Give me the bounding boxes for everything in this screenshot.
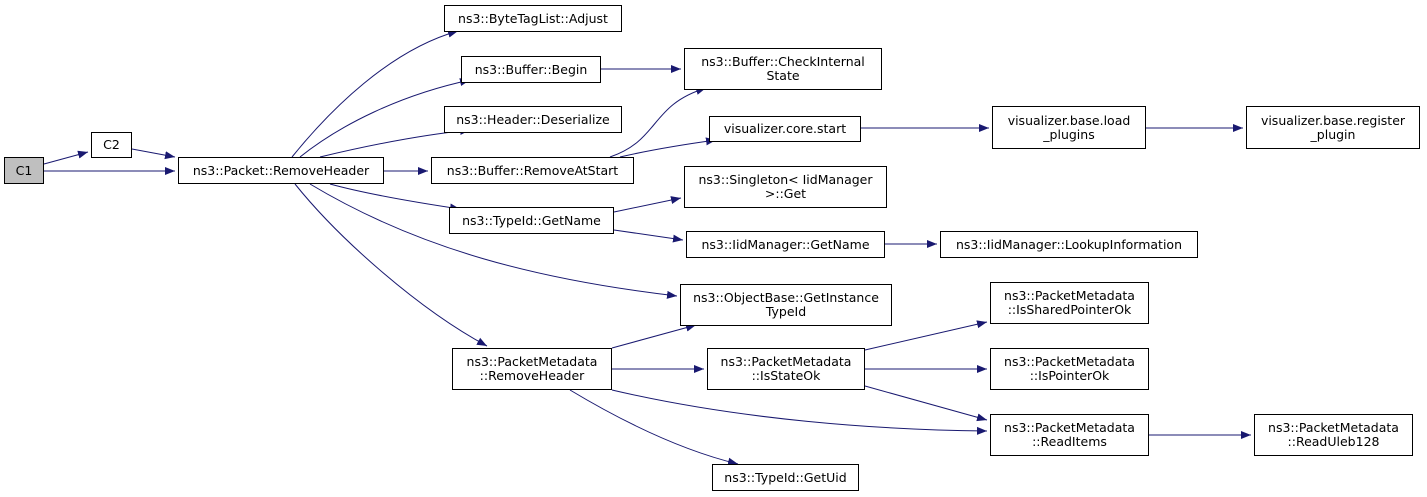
node-c1: C1 xyxy=(4,157,44,184)
edge-buffer-removeatstart-to-buffer-checkinternalstate xyxy=(609,87,707,158)
node-packetmetadata-readitems[interactable]: ns3::PacketMetadata::ReadItems xyxy=(990,414,1149,456)
node-label-line: ns3::TypeId::GetName xyxy=(462,212,601,228)
node-packetmetadata-removeheader[interactable]: ns3::PacketMetadata::RemoveHeader xyxy=(452,348,612,390)
node-label-line: ns3::PacketMetadata xyxy=(1004,420,1135,435)
node-label-line: ns3::TypeId::GetUid xyxy=(724,469,847,485)
edge-typeid-getname-to-iidmanager-getname xyxy=(613,229,684,243)
edge-packet-removeheader-to-buffer-begin xyxy=(299,78,471,158)
node-label-line: ns3::Singleton< IidManager xyxy=(698,172,873,187)
node-label-line: ns3::IidManager::LookupInformation xyxy=(955,236,1182,252)
node-label-line: ns3::IidManager::GetName xyxy=(701,236,870,252)
edge-packetmetadata-isstateok-to-packetmetadata-issharedpointerok xyxy=(864,320,988,351)
edge-typeid-getname-to-singleton-get xyxy=(613,196,682,213)
edge-packet-removeheader-to-header-deserialize xyxy=(319,127,471,158)
node-typeid-getname[interactable]: ns3::TypeId::GetName xyxy=(449,207,614,234)
node-singleton-get[interactable]: ns3::Singleton< IidManager>::Get xyxy=(684,166,887,208)
node-label-line: ns3::PacketMetadata xyxy=(720,354,852,369)
node-packetmetadata-isstateok[interactable]: ns3::PacketMetadata::IsStateOk xyxy=(707,348,865,390)
node-label-line: ::ReadItems xyxy=(1032,434,1107,449)
edge-packetmetadata-removeheader-to-objectbase-getinstancetypeid xyxy=(611,323,697,349)
node-label-line: ns3::PacketMetadata xyxy=(1004,288,1135,303)
node-label-line: ::IsSharedPointerOk xyxy=(1007,302,1132,317)
node-label-line: ns3::Header::Deserialize xyxy=(456,111,610,127)
edge-packetmetadata-removeheader-to-typeid-getuid xyxy=(569,389,739,466)
edge-c2-to-packet-removeheader xyxy=(131,148,176,160)
node-label-line: ns3::Buffer::CheckInternal xyxy=(701,54,865,69)
edge-buffer-removeatstart-to-visualizer-core-start xyxy=(619,137,717,158)
node-header-deserialize[interactable]: ns3::Header::Deserialize xyxy=(444,106,622,133)
node-visualizer-core-start[interactable]: visualizer.core.start xyxy=(709,116,861,142)
node-label-line: _plugin xyxy=(1310,126,1356,142)
node-label-line: ns3::ObjectBase::GetInstance xyxy=(693,290,879,305)
edge-c1-to-c2 xyxy=(43,150,89,165)
edge-packet-removeheader-to-bytetaglist-adjust xyxy=(291,29,459,158)
node-label-line: visualizer.base.register xyxy=(1260,112,1406,128)
node-label-line: C1 xyxy=(15,162,33,178)
node-label-line: TypeId xyxy=(765,304,807,319)
node-label-line: ns3::ByteTagList::Adjust xyxy=(458,10,608,26)
node-buffer-begin[interactable]: ns3::Buffer::Begin xyxy=(461,56,601,83)
node-label-line: ns3::PacketMetadata xyxy=(1268,420,1399,435)
node-iidmanager-getname[interactable]: ns3::IidManager::GetName xyxy=(686,231,885,258)
node-label-line: ns3::PacketMetadata xyxy=(466,354,598,369)
node-visualizer-base-loadplugins[interactable]: visualizer.base.load_plugins xyxy=(992,106,1146,149)
node-label-line: C2 xyxy=(103,137,120,152)
edge-packet-removeheader-to-packetmetadata-removeheader xyxy=(294,183,488,347)
node-label-line: ns3::PacketMetadata xyxy=(1004,354,1135,369)
node-buffer-removeatstart[interactable]: ns3::Buffer::RemoveAtStart xyxy=(431,157,634,184)
edge-packet-removeheader-to-objectbase-getinstancetypeid xyxy=(309,183,678,299)
edge-packetmetadata-removeheader-to-packetmetadata-readitems xyxy=(611,389,988,435)
node-label-line: _plugins xyxy=(1043,126,1095,142)
node-label-line: >::Get xyxy=(764,186,807,201)
node-c2[interactable]: C2 xyxy=(91,132,132,158)
node-iidmanager-lookupinformation[interactable]: ns3::IidManager::LookupInformation xyxy=(940,231,1198,258)
edge-packetmetadata-isstateok-to-packetmetadata-readitems xyxy=(864,385,988,422)
node-label-line: ns3::Packet::RemoveHeader xyxy=(192,162,370,178)
node-bytetaglist-adjust[interactable]: ns3::ByteTagList::Adjust xyxy=(444,5,622,32)
node-label-line: ns3::Buffer::Begin xyxy=(474,61,588,77)
edge-packet-removeheader-to-typeid-getname xyxy=(329,183,461,212)
node-packetmetadata-issharedpointerok[interactable]: ns3::PacketMetadata::IsSharedPointerOk xyxy=(990,282,1149,324)
node-visualizer-base-registerplugin[interactable]: visualizer.base.register_plugin xyxy=(1246,106,1420,149)
node-label-line: ::RemoveHeader xyxy=(479,368,585,383)
node-label-line: ::ReadUleb128 xyxy=(1287,434,1380,449)
node-packetmetadata-ispointerok[interactable]: ns3::PacketMetadata::IsPointerOk xyxy=(990,348,1149,390)
node-label-line: ::IsStateOk xyxy=(751,368,821,383)
node-label-line: ns3::Buffer::RemoveAtStart xyxy=(446,162,619,178)
node-label-line: visualizer.core.start xyxy=(723,121,847,136)
node-typeid-getuid[interactable]: ns3::TypeId::GetUid xyxy=(712,464,859,491)
node-packet-removeheader[interactable]: ns3::Packet::RemoveHeader xyxy=(178,157,384,184)
node-label-line: ::IsPointerOk xyxy=(1029,368,1110,383)
node-label-line: visualizer.base.load xyxy=(1007,112,1131,128)
node-packetmetadata-readuleb128[interactable]: ns3::PacketMetadata::ReadUleb128 xyxy=(1254,414,1413,456)
node-label-line: State xyxy=(766,68,800,83)
